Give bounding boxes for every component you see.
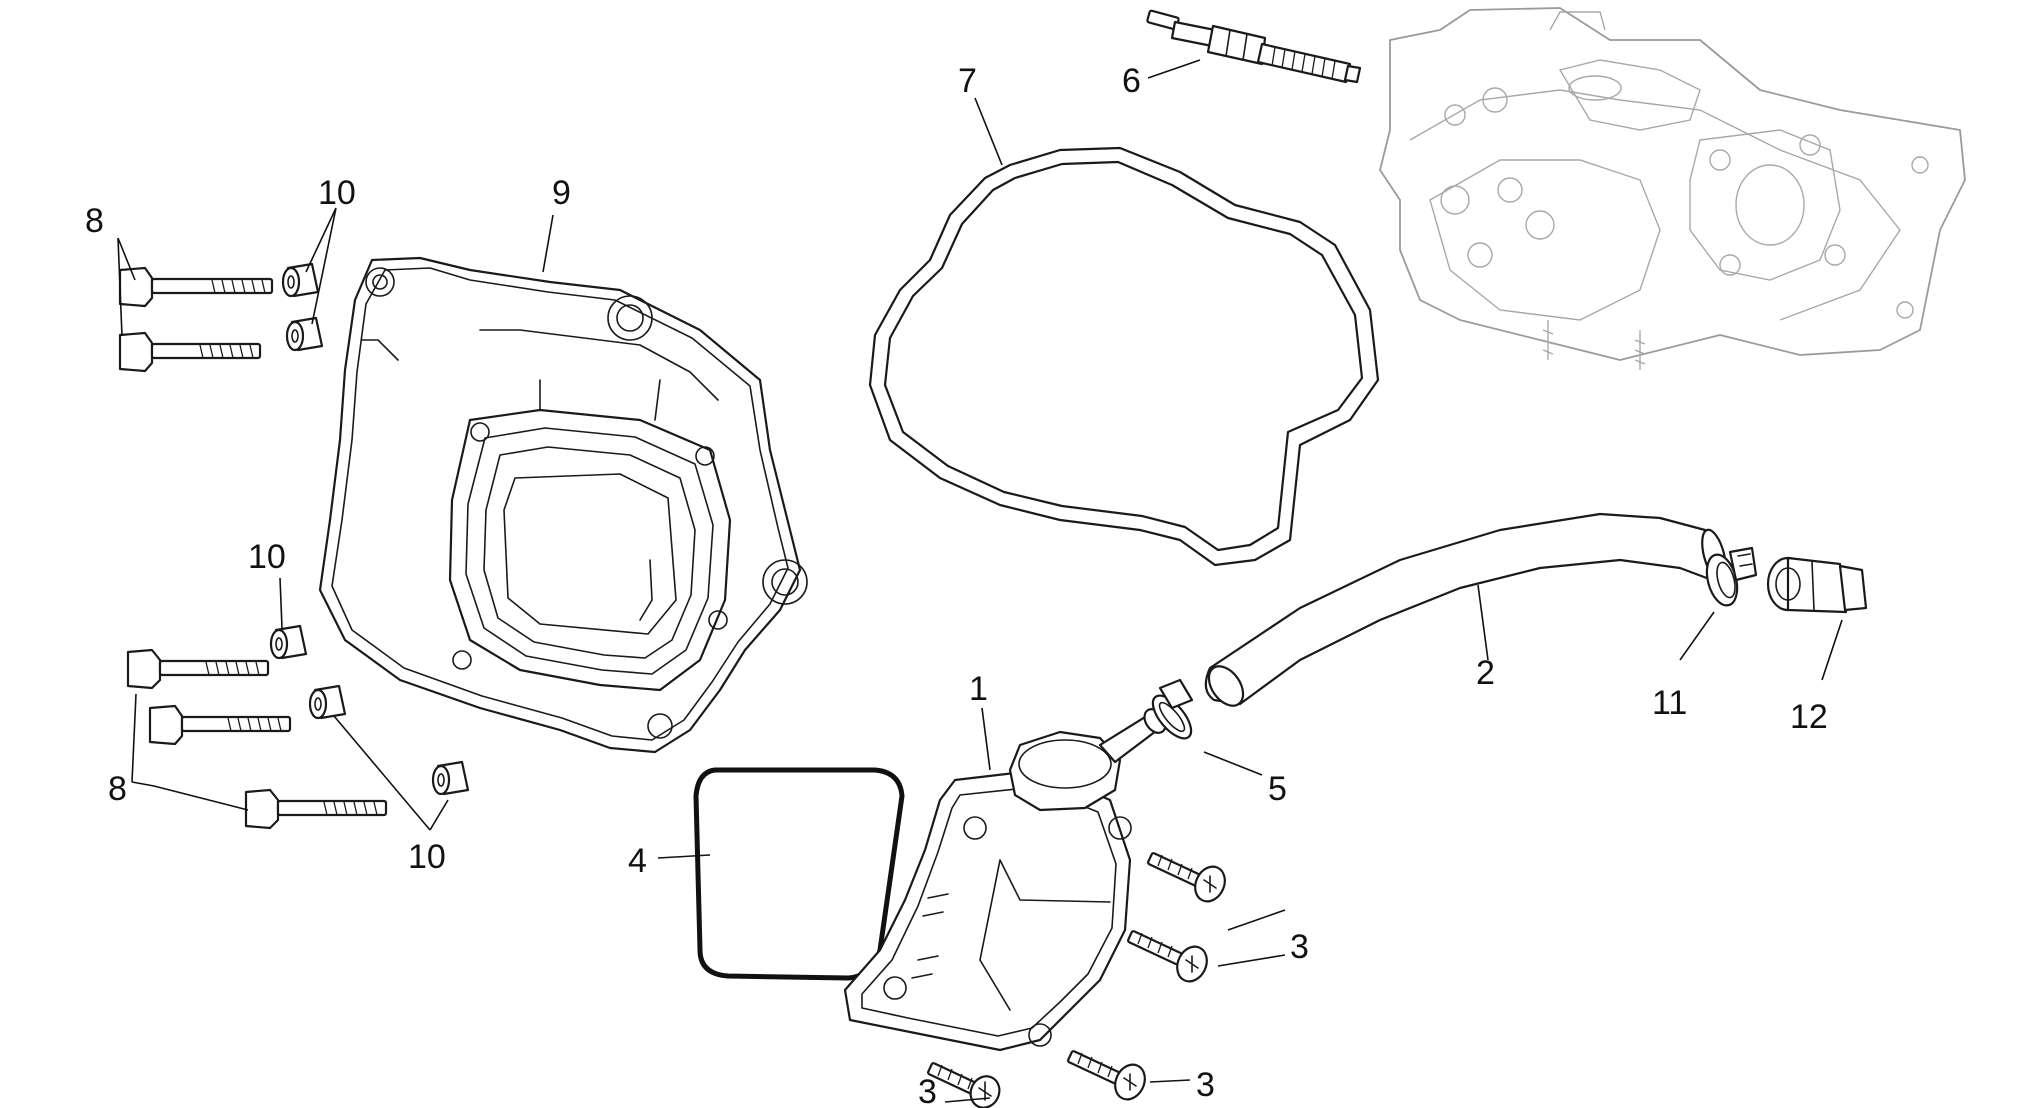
- screw-3-c: [1067, 1050, 1146, 1101]
- cylinder-head: [1379, 7, 1966, 370]
- callout-8-bottom: 8: [108, 770, 127, 808]
- hose-clamp-11: [1705, 546, 1758, 607]
- callout-9: 9: [552, 174, 571, 212]
- callout-3-bottom-right: 3: [1196, 1066, 1215, 1104]
- bolt-8-top: [118, 266, 274, 308]
- callout-3-right: 3: [1290, 928, 1309, 966]
- callout-4: 4: [628, 842, 647, 880]
- screw-3-d: [927, 1062, 1001, 1108]
- screw-3-a: [1147, 852, 1226, 903]
- bolt-8-lower-3: [244, 788, 388, 830]
- spark-plug: [1146, 9, 1362, 84]
- callout-11: 11: [1652, 684, 1687, 722]
- bolt-8-lower-1: [126, 648, 270, 690]
- callout-1: 1: [969, 670, 988, 708]
- bushing-10-c: [269, 624, 308, 660]
- valve-cover-gasket: [868, 146, 1380, 567]
- callout-2: 2: [1476, 654, 1495, 692]
- callout-10-bottom: 10: [408, 838, 446, 876]
- o-ring-gasket: [693, 767, 905, 981]
- callout-10-top: 10: [318, 174, 356, 212]
- callout-8-top: 8: [85, 202, 104, 240]
- callout-5: 5: [1268, 770, 1287, 808]
- screw-3-b: [1127, 930, 1208, 983]
- bushing-10-e: [431, 760, 470, 796]
- bushing-10-d: [308, 684, 347, 720]
- bushing-10-b: [285, 316, 324, 352]
- valve-cover: [318, 256, 808, 754]
- callout-12: 12: [1790, 698, 1828, 736]
- hose-clamp-5: [1151, 678, 1194, 740]
- callout-10-middle: 10: [248, 538, 286, 576]
- bolt-8-upper-second: [118, 331, 262, 373]
- bushing-10-a: [281, 262, 320, 298]
- callout-3-bottom-left: 3: [918, 1073, 937, 1108]
- callout-labels: 1 2 3 3 3 4 5 6 7 8 8 9 10 10 10 11 12: [85, 62, 1828, 1108]
- hose-fitting: [1766, 556, 1868, 614]
- callout-7: 7: [958, 62, 977, 100]
- breather-housing: [843, 708, 1167, 1052]
- leader-lines: [117, 59, 1843, 1103]
- callout-6: 6: [1122, 62, 1141, 100]
- bolt-8-lower-2: [148, 704, 292, 746]
